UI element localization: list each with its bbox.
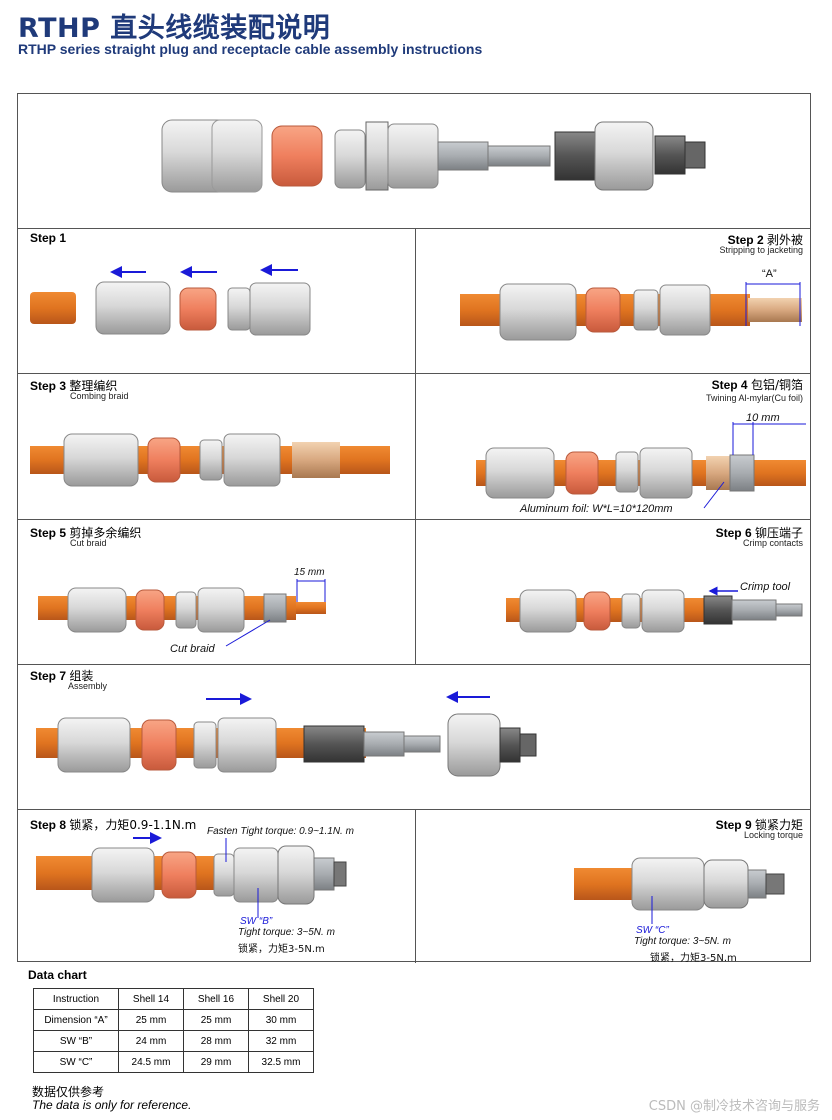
page-subtitle: RTHP series straight plug and receptacle… [18,41,483,57]
step-8-illustration [36,832,347,918]
step-2-subtitle: Stripping to jacketing [719,245,803,255]
table-header-cell: Shell 16 [183,988,249,1010]
table-cell: SW “B” [33,1030,119,1052]
step-number: Step 4 [711,378,748,392]
table-row: SW “C” 24.5 mm 29 mm 32.5 mm [33,1051,314,1073]
table-cell: 30 mm [248,1009,314,1031]
divider [18,373,810,374]
data-chart-title: Data chart [28,968,87,982]
table-cell: 32 mm [248,1030,314,1052]
sw-b-torque-label: Tight torque: 3~5N. m [238,927,335,938]
table-cell: 24 mm [118,1030,184,1052]
step-1-label: Step 1 [30,231,66,245]
step-3-subtitle: Combing braid [70,391,129,401]
step-8-label: Step 8 锁紧，力矩0.9-1.1N.m [30,816,196,833]
step-number: Step 8 [30,818,67,832]
step-number: Step 7 [30,669,67,683]
step-number: Step 6 [715,526,752,540]
sw-c-label: SW “C” [636,925,669,936]
aluminum-foil-label: Aluminum foil: W*L=10*120mm [520,503,673,515]
step-2-label: Step 2 剥外被 [728,231,803,248]
table-header-cell: Shell 20 [248,988,314,1010]
step-1-illustration [30,264,311,336]
sw-b-label: SW “B” [240,916,273,927]
page-title: RTHP 直头线缆装配说明 [18,13,331,44]
step-4-subtitle: Twining Al-mylar(Cu foil) [705,393,803,403]
step-number: Step 3 [30,379,67,393]
crimp-tool-label: Crimp tool [740,581,791,593]
step-6-illustration [506,586,803,633]
sw-c-cn-label: 锁紧，力矩3-5N.m [650,953,737,964]
reference-note-en: The data is only for reference. [32,1098,192,1112]
step-4-illustration [476,422,806,509]
table-cell: 32.5 mm [248,1051,314,1073]
table-cell: 24.5 mm [118,1051,184,1073]
table-row: SW “B” 24 mm 28 mm 32 mm [33,1030,314,1052]
step-6-subtitle: Crimp contacts [742,538,803,548]
divider [18,664,810,665]
table-cell: 25 mm [118,1009,184,1031]
table-cell: Dimension “A” [33,1009,119,1031]
table-cell: 29 mm [183,1051,249,1073]
step-2-illustration [460,282,802,341]
step-5-label: Step 5 剪掉多余编织 [30,524,141,541]
step-7-illustration [36,691,537,777]
step-title-cn: 剥外被 [766,233,803,247]
dimension-a-label: “A” [762,268,777,280]
fifteen-mm-label: 15 mm [294,567,325,578]
step-5-subtitle: Cut braid [70,538,107,548]
reference-note-cn: 数据仅供参考 [32,1085,105,1099]
step-title-cn: 包铝/铜箔 [750,378,803,392]
table-cell: 28 mm [183,1030,249,1052]
step-9-subtitle: Locking torque [743,830,803,840]
table-cell: 25 mm [183,1009,249,1031]
sw-b-cn-label: 锁紧，力矩3-5N.m [238,944,325,955]
step-title-cn: 整理编织 [69,379,118,393]
step-9-label: Step 9 锁紧力矩 [716,816,803,833]
step-9-illustration [574,857,785,924]
step-number: Step 9 [715,818,752,832]
step-4-label: Step 4 包铝/铜箔 [712,376,803,393]
divider [18,809,810,810]
step-7-subtitle: Assembly [68,681,108,691]
divider [415,809,416,963]
table-header-row: Instruction Shell 14 Shell 16 Shell 20 [33,988,314,1010]
step-number: Step 2 [727,233,764,247]
step-3-illustration [30,433,390,487]
step-number: Step 1 [30,231,67,245]
step-3-label: Step 3 整理编织 [30,377,117,394]
table-header-cell: Instruction [33,988,119,1010]
step-6-label: Step 6 铆压端子 [716,524,803,541]
sw-c-torque-label: Tight torque: 3~5N. m [634,936,731,947]
step-title-cn: 组装 [69,669,94,683]
fasten-torque-label: Fasten Tight torque: 0.9~1.1N. m [207,826,354,837]
watermark: CSDN @制冷技术咨询与服务 [648,1099,820,1114]
step-7-label: Step 7 组装 [30,667,93,684]
table-header-cell: Shell 14 [118,988,184,1010]
divider [415,228,416,664]
divider [18,228,810,229]
step-title-cn: 锁紧，力矩0.9-1.1N.m [69,818,197,832]
step-number: Step 5 [30,526,67,540]
data-chart-table: Instruction Shell 14 Shell 16 Shell 20 D… [33,988,314,1073]
cut-braid-label: Cut braid [170,643,215,655]
step-title-cn: 剪掉多余编织 [69,526,142,540]
ten-mm-label: 10 mm [746,412,780,424]
step-title-cn: 铆压端子 [754,526,803,540]
divider [18,519,810,520]
step-title-cn: 锁紧力矩 [754,818,803,832]
table-cell: SW “C” [33,1051,119,1073]
table-row: Dimension “A” 25 mm 25 mm 30 mm [33,1009,314,1031]
step-5-illustration [38,579,326,647]
instruction-frame [17,93,811,963]
